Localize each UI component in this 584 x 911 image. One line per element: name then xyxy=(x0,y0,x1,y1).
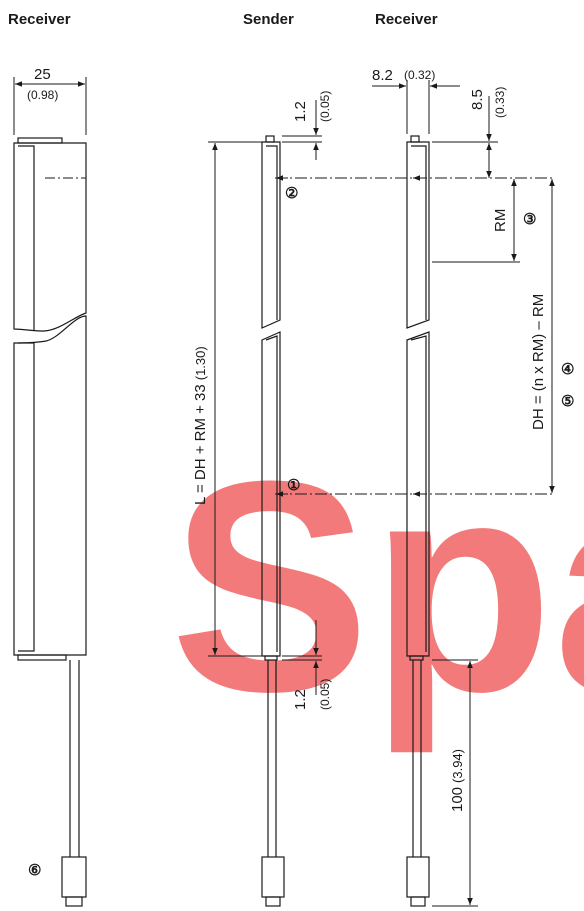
rm-label: RM xyxy=(492,209,509,232)
side-in-label: (0.32) xyxy=(404,68,435,82)
sender-housing xyxy=(261,135,285,907)
rm-dimension xyxy=(432,179,520,263)
top-offset-mm-label: 8.5 xyxy=(469,89,486,110)
left-receiver-housing xyxy=(13,137,87,907)
cap-top-mm-label: 1.2 xyxy=(292,101,309,122)
length-dimension xyxy=(208,141,262,657)
callout-5: ⑤ xyxy=(561,393,574,410)
width-in-label: (0.98) xyxy=(27,88,58,102)
header-receiver-left: Receiver xyxy=(8,11,71,28)
cap-top-in-label: (0.05) xyxy=(318,91,332,122)
cap-top-dimension xyxy=(282,100,322,160)
cap-bottom-in-label: (0.05) xyxy=(318,679,332,710)
callout-1: ① xyxy=(287,477,300,494)
side-dimension xyxy=(372,80,460,134)
width-mm-label: 25 xyxy=(34,66,51,83)
side-mm-label: 8.2 xyxy=(372,67,393,84)
watermark-text: Spar xyxy=(170,418,584,756)
callout-3: ③ xyxy=(523,211,536,228)
cap-bottom-mm-label: 1.2 xyxy=(292,689,309,710)
callout-2: ② xyxy=(285,185,298,202)
header-sender: Sender xyxy=(243,11,294,28)
cable-dimension xyxy=(432,659,478,907)
cable-length-label: 100(3.94) xyxy=(449,749,466,812)
header-receiver-right: Receiver xyxy=(375,11,438,28)
dh-formula-label: DH = (n x RM) – RM xyxy=(530,294,547,430)
callout-4: ④ xyxy=(561,361,574,378)
cap-bottom-dimension xyxy=(282,620,322,695)
width-dimension xyxy=(13,77,87,135)
callout-6: ⑥ xyxy=(28,862,41,879)
length-formula-label: L = DH + RM + 33(1.30) xyxy=(192,346,209,505)
top-offset-dimension xyxy=(432,96,498,178)
top-offset-in-label: (0.33) xyxy=(493,87,507,118)
right-receiver-housing xyxy=(406,135,430,907)
